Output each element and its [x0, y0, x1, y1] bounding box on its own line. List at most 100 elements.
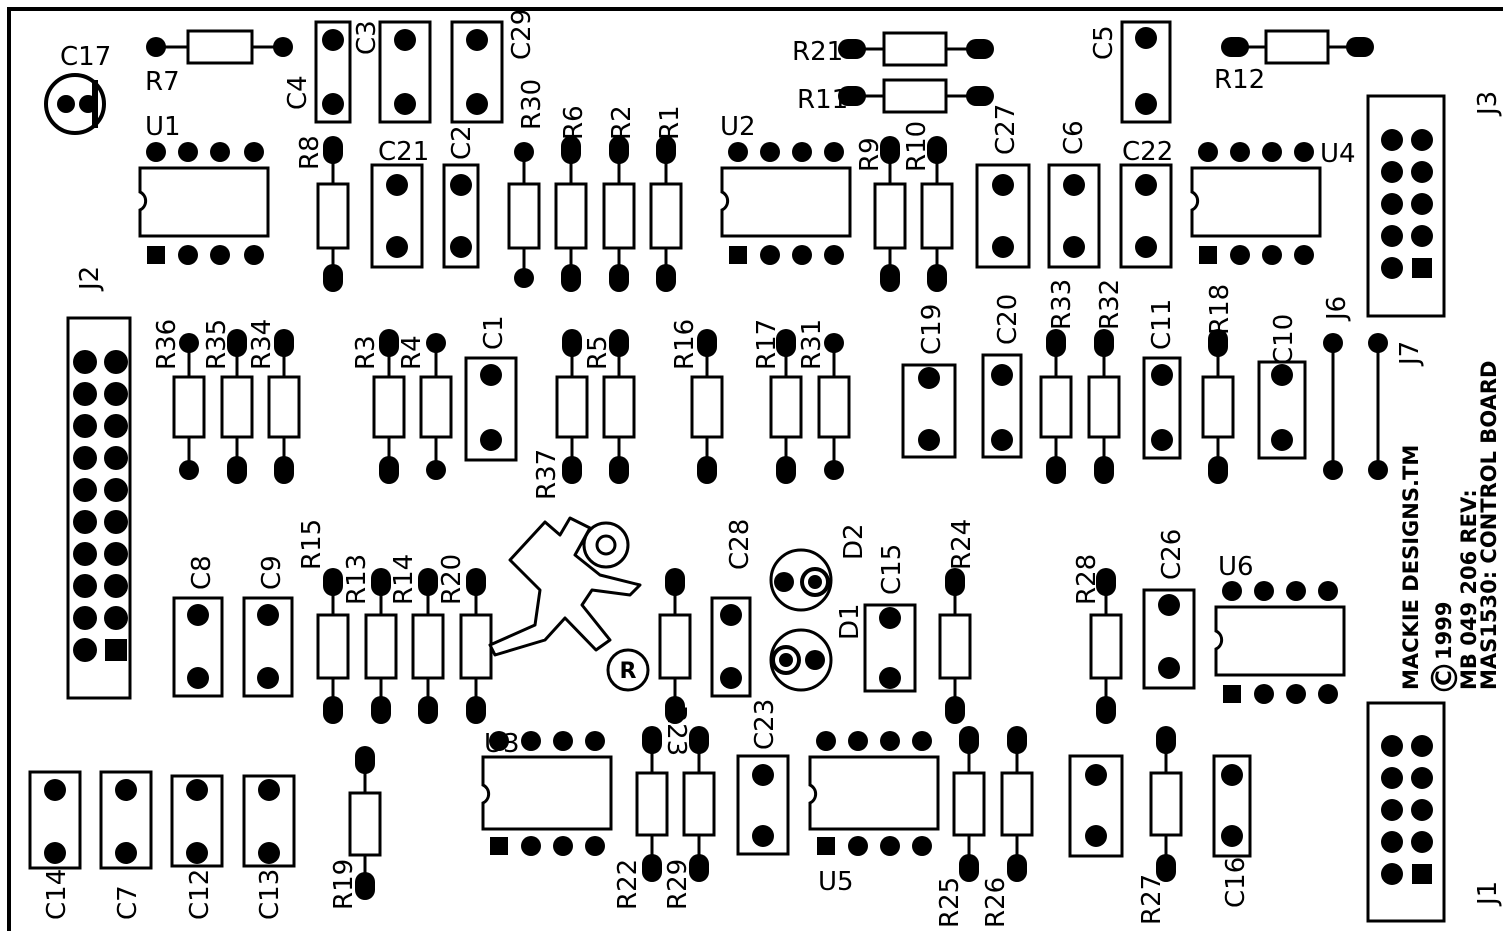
- label-c15: C15: [877, 544, 907, 595]
- capacitor-c1: [464, 356, 518, 462]
- label-r26: R26: [981, 877, 1011, 928]
- label-u1: U1: [145, 112, 181, 142]
- copyright-year: 1999: [1432, 602, 1456, 660]
- label-r36: R36: [152, 319, 182, 370]
- capacitor-c6: [1047, 163, 1101, 269]
- label-r34: R34: [247, 319, 277, 370]
- capacitor-c27: [975, 163, 1031, 269]
- label-c11: C11: [1147, 299, 1177, 350]
- label-c28: C28: [725, 519, 755, 570]
- resistor-r12: [1221, 29, 1374, 65]
- capacitor-c16: [1212, 754, 1252, 858]
- capacitor-c14: [28, 770, 82, 870]
- resistor-r6: [554, 136, 588, 292]
- label-c8: C8: [187, 555, 217, 590]
- connector-j2: [66, 316, 132, 700]
- label-r22: R22: [613, 859, 643, 910]
- label-r29: R29: [663, 859, 693, 910]
- led-d1: [769, 628, 833, 692]
- label-c29: C29: [507, 9, 537, 60]
- label-c7: C7: [113, 885, 143, 920]
- ic-u2: [720, 142, 852, 265]
- label-u3: U3: [484, 729, 520, 759]
- capacitor-c5: [1120, 20, 1172, 124]
- company-name: MACKIE DESIGNS.: [1399, 479, 1423, 690]
- part-number: MB 049 206 REV:: [1457, 489, 1481, 690]
- resistor-r26: [1000, 726, 1034, 882]
- label-u5: U5: [818, 867, 854, 897]
- capacitor-c11: [1142, 356, 1182, 460]
- capacitor-c17: [44, 73, 106, 135]
- label-r18: R18: [1205, 284, 1235, 335]
- board-outline: [7, 7, 1503, 931]
- label-r16: R16: [670, 319, 700, 370]
- resistor-r24: [938, 568, 972, 724]
- label-r14: R14: [389, 554, 419, 605]
- ic-u4: [1190, 142, 1322, 265]
- resistor-r36: [172, 333, 206, 480]
- resistor-r37: [555, 329, 589, 484]
- capacitor-c13: [242, 774, 296, 868]
- resistor-r14: [411, 568, 445, 724]
- connector-j1: [1366, 701, 1446, 923]
- label-d2: D2: [839, 523, 869, 560]
- label-j7: J7: [1395, 341, 1425, 367]
- label-r25: R25: [935, 877, 965, 928]
- capacitor-unlabeled: [1068, 754, 1124, 858]
- resistor-r13: [364, 568, 398, 724]
- label-r1: R1: [655, 105, 685, 140]
- led-d2: [769, 548, 833, 612]
- label-r15: R15: [297, 519, 327, 570]
- label-c13: C13: [255, 869, 285, 920]
- label-r8: R8: [295, 135, 325, 170]
- label-r27: R27: [1137, 874, 1167, 925]
- label-r6: R6: [559, 105, 589, 140]
- label-j6: J6: [1322, 296, 1352, 322]
- resistor-r10: [920, 136, 954, 292]
- label-r32: R32: [1095, 279, 1125, 330]
- label-j2: J2: [75, 266, 105, 292]
- label-u2: U2: [720, 112, 756, 142]
- label-c16: C16: [1221, 857, 1251, 908]
- resistor-r7: [146, 29, 293, 65]
- ic-u3: [481, 731, 613, 856]
- capacitor-c21: [370, 163, 424, 269]
- label-r24: R24: [947, 519, 977, 570]
- label-u6: U6: [1218, 552, 1254, 582]
- label-c23: C23: [750, 699, 780, 750]
- label-c3: C3: [352, 20, 382, 55]
- resistor-r32: [1087, 329, 1121, 484]
- connector-j3: [1366, 94, 1446, 318]
- label-u4: U4: [1320, 139, 1356, 169]
- label-c6: C6: [1059, 120, 1089, 155]
- resistor-r17: [769, 329, 803, 484]
- label-r9: R9: [855, 137, 885, 172]
- label-r17: R17: [752, 319, 782, 370]
- copyright-circle: [1430, 664, 1458, 692]
- resistor-r28: [1089, 568, 1123, 724]
- resistor-r22: [635, 726, 669, 882]
- resistor-r33: [1039, 329, 1073, 484]
- label-c14: C14: [42, 869, 72, 920]
- board-name: MAS1530: CONTROL BOARD: [1477, 361, 1501, 690]
- resistor-r5: [602, 329, 636, 484]
- capacitor-c10: [1257, 360, 1307, 460]
- label-c9: C9: [257, 555, 287, 590]
- label-r10: R10: [902, 121, 932, 172]
- capacitor-c9: [242, 596, 294, 698]
- capacitor-c15: [863, 603, 917, 693]
- capacitor-c7: [99, 770, 153, 870]
- capacitor-c22: [1119, 163, 1173, 269]
- label-c20: C20: [993, 294, 1023, 345]
- label-c12: C12: [185, 869, 215, 920]
- label-c19: C19: [917, 304, 947, 355]
- trademark: TM: [1399, 445, 1423, 480]
- label-c4: C4: [283, 75, 313, 110]
- resistor-r25: [952, 726, 986, 882]
- label-r5: R5: [583, 335, 613, 370]
- resistor-r3: [372, 329, 406, 484]
- capacitor-c26: [1142, 588, 1196, 690]
- label-r4: R4: [397, 335, 427, 370]
- capacitor-c19: [901, 363, 957, 459]
